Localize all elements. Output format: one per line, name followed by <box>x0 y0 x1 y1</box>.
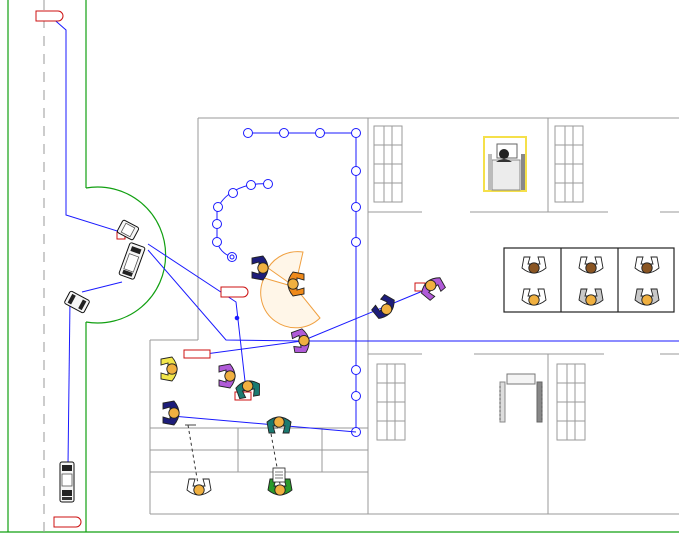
dashed-link <box>187 424 199 485</box>
person-purple <box>218 363 236 389</box>
person-gray <box>634 288 660 306</box>
route-stop <box>351 128 361 138</box>
route-line <box>216 183 269 258</box>
person-gray <box>578 288 604 306</box>
walkthrough-metal-detector-icon <box>499 373 543 423</box>
vehicle-icon <box>59 461 75 503</box>
connection-lines <box>49 15 679 466</box>
person-yellow <box>160 356 178 382</box>
person-white-brown-head <box>521 256 547 274</box>
route-stop <box>246 180 256 190</box>
people-layer <box>160 255 660 496</box>
route-stop <box>212 219 222 229</box>
route-stop <box>263 179 273 189</box>
person-guard-navy <box>371 293 395 319</box>
route-stop <box>212 237 222 247</box>
connection-line <box>171 415 357 433</box>
person-purple <box>290 328 310 353</box>
connection-line <box>81 281 123 293</box>
building-walls <box>149 117 679 515</box>
route-stop <box>315 128 325 138</box>
barrier-gate-icon <box>183 349 211 359</box>
connection-line <box>301 287 431 342</box>
person-guard-navy <box>162 400 180 426</box>
person-white <box>186 478 212 496</box>
barrier-gate-icon <box>35 10 64 22</box>
junction-dot <box>234 315 240 321</box>
person-teal <box>235 380 260 400</box>
route-stop <box>351 391 361 401</box>
seating-area <box>503 247 675 313</box>
connection-line <box>49 15 131 236</box>
route-stop <box>279 128 289 138</box>
connection-line <box>197 340 303 356</box>
window-grid <box>376 363 406 441</box>
connection-line <box>67 299 71 466</box>
person-green <box>267 478 293 496</box>
vehicles <box>59 219 146 503</box>
connection-line <box>147 243 247 391</box>
person-white <box>521 288 547 306</box>
route-stop <box>213 202 223 212</box>
vehicle-icon <box>118 242 146 280</box>
barrier-gate-icon <box>220 286 249 298</box>
window-grid <box>373 125 403 203</box>
window-grid <box>554 125 584 203</box>
vehicle-icon <box>64 290 90 314</box>
route-stops <box>212 128 361 437</box>
route-stop <box>351 365 361 375</box>
window-grids <box>373 125 586 441</box>
dashed-links <box>187 424 281 485</box>
route-stop <box>243 128 253 138</box>
person-teal <box>266 416 292 434</box>
person-white-brown-head <box>634 256 660 274</box>
route-stop <box>229 254 235 260</box>
route-stop <box>351 202 361 212</box>
route-stop <box>351 237 361 247</box>
person-guard-navy <box>251 255 269 281</box>
vehicle-icon <box>116 219 140 241</box>
connection-line <box>147 249 679 342</box>
route-stop <box>228 188 238 198</box>
clipboard-icon <box>272 467 286 483</box>
fov-wedge <box>260 277 321 329</box>
window-grid <box>556 363 586 441</box>
person-purple <box>421 277 447 301</box>
barrier-gate-icon <box>53 516 82 528</box>
desk-monitor-icon <box>483 136 527 192</box>
person-white-brown-head <box>578 256 604 274</box>
person-orange <box>287 271 305 297</box>
route-stop <box>351 166 361 176</box>
